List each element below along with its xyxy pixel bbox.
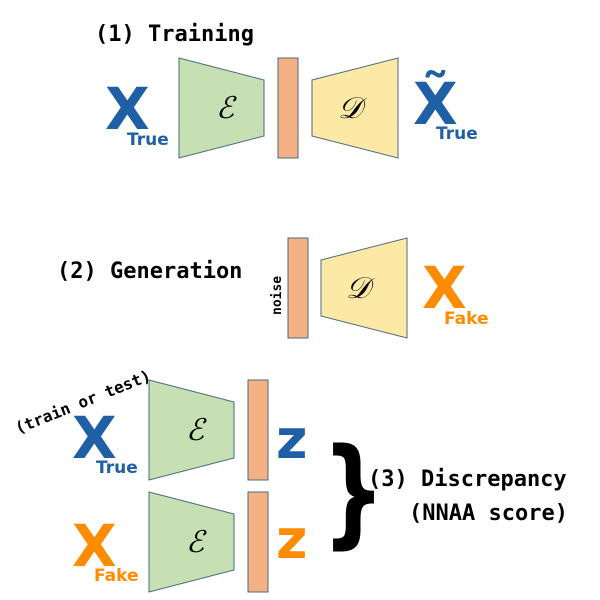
x-tilde-true-symbol: X̃ <box>413 69 458 138</box>
x-fake-input-subscript: Fake <box>94 566 138 586</box>
discrepancy-encoder-true-label: ℰ <box>186 413 207 448</box>
noise-bar <box>287 237 309 339</box>
encoder-label: ℰ <box>216 91 237 126</box>
generation-decoder-trapezoid <box>320 237 408 339</box>
x-true-subscript: True <box>127 130 169 150</box>
discrepancy-heading-line2: (NNAA score) <box>409 501 568 526</box>
discrepancy-encoder-true <box>148 379 235 481</box>
x-true-input-symbol: X <box>72 404 117 472</box>
latent-bar <box>277 57 299 159</box>
x-fake-generated-symbol: X <box>422 254 467 322</box>
x-true-input-subscript: True <box>96 458 138 478</box>
latent-bar-true <box>247 379 269 481</box>
discrepancy-heading-line1: (3) Discrepancy <box>368 467 567 492</box>
grouping-brace: } <box>322 422 385 560</box>
latent-bar-fake <box>247 491 269 593</box>
generation-heading: (2) Generation <box>57 259 242 284</box>
decoder-trapezoid <box>311 57 399 159</box>
noise-label: noise <box>270 276 285 315</box>
training-heading: (1) Training <box>95 22 254 47</box>
encoder-trapezoid <box>178 57 265 159</box>
x-tilde-true-subscript: True <box>436 124 478 144</box>
discrepancy-encoder-fake <box>148 491 235 593</box>
z-fake-symbol: z <box>276 508 307 571</box>
x-fake-generated-subscript: Fake <box>444 309 488 329</box>
x-true-symbol: X <box>105 75 150 143</box>
z-true-symbol: z <box>276 408 307 471</box>
discrepancy-encoder-fake-label: ℰ <box>186 525 207 560</box>
x-fake-input-symbol: X <box>72 512 117 580</box>
